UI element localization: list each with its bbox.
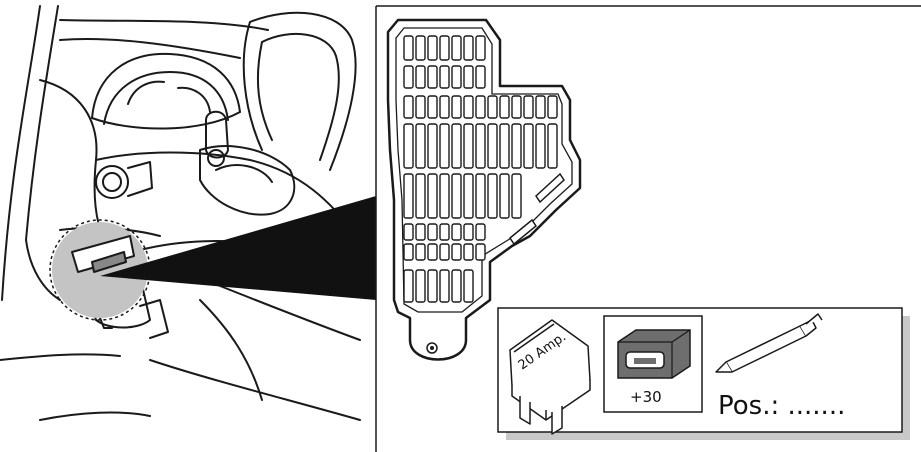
fuse-slot <box>463 95 474 119</box>
fuse-slot <box>415 65 426 89</box>
fuse-icon <box>509 319 591 435</box>
fuse-slot <box>547 95 558 119</box>
fuse-slot <box>403 173 414 219</box>
fuse-slot <box>547 123 558 169</box>
fuse-slot <box>403 123 414 169</box>
fuse-slot <box>403 95 414 119</box>
fuse-slot <box>415 223 426 241</box>
legend-box: 20 Amp. +30 Pos.: ....... <box>497 307 910 440</box>
fuse-box-detail <box>386 18 582 361</box>
callout-wedge <box>100 196 376 300</box>
fuse-slot <box>415 35 426 61</box>
fuse-slot <box>439 95 450 119</box>
fuse-slot <box>463 243 474 261</box>
fuse-slot <box>511 173 522 219</box>
fuse-slot <box>451 223 462 241</box>
fuse-slot <box>523 123 534 169</box>
fuse-slot <box>475 173 486 219</box>
fuse-slot <box>499 123 510 169</box>
fuse-slot <box>463 35 474 61</box>
fuse-slot <box>475 243 486 261</box>
terminal-label: +30 <box>630 388 662 406</box>
terminal-connector-icon <box>603 315 703 413</box>
fuse-slot <box>427 35 438 61</box>
fuse-slot <box>439 243 450 261</box>
fuse-slot <box>403 65 414 89</box>
fuse-slot <box>535 95 546 119</box>
fuse-slot <box>439 123 450 169</box>
pen-icon <box>715 313 823 373</box>
fuse-slot <box>415 123 426 169</box>
fuse-slot <box>451 95 462 119</box>
fuse-slot <box>451 35 462 61</box>
fuse-slot <box>499 173 510 219</box>
fuse-slot <box>439 223 450 241</box>
fuse-slot <box>463 65 474 89</box>
fuse-slot <box>475 223 486 241</box>
fuse-slot <box>439 173 450 219</box>
fuse-slot <box>427 243 438 261</box>
fuse-slot <box>439 65 450 89</box>
fuse-slot <box>475 35 486 61</box>
fuse-slot <box>403 223 414 241</box>
fuse-slot <box>487 95 498 119</box>
fuse-slot <box>463 223 474 241</box>
fuse-slot <box>403 269 414 303</box>
fuse-slot <box>535 123 546 169</box>
fuse-slot <box>487 173 498 219</box>
fuse-slot <box>475 95 486 119</box>
fuse-slot <box>475 65 486 89</box>
fuse-slot <box>463 123 474 169</box>
fuse-slot <box>403 243 414 261</box>
relay-diagonal-slots <box>508 172 565 246</box>
mounting-hole <box>426 342 438 354</box>
fuse-slot <box>451 269 462 303</box>
fuse-slot <box>463 269 474 303</box>
car-interior-illustration <box>0 5 361 421</box>
fuse-slot <box>475 123 486 169</box>
fuse-slot <box>451 65 462 89</box>
fuse-slot <box>427 65 438 89</box>
fuse-slot <box>415 95 426 119</box>
position-label: Pos.: ....... <box>718 391 845 421</box>
fuse-slot <box>427 173 438 219</box>
fuse-slot <box>487 123 498 169</box>
fuse-slot <box>403 35 414 61</box>
fuse-slot <box>499 95 510 119</box>
fuse-slot <box>439 269 450 303</box>
fuse-slot <box>415 243 426 261</box>
fuse-slot <box>427 123 438 169</box>
fuse-slot <box>427 269 438 303</box>
fuse-slot <box>415 173 426 219</box>
fuse-slot <box>415 269 426 303</box>
fuse-slot <box>511 95 522 119</box>
fuse-box-in-car <box>71 235 135 273</box>
fuse-slot <box>523 95 534 119</box>
fuse-slot <box>451 173 462 219</box>
fuse-slot-grid <box>403 35 558 303</box>
fuse-slot <box>427 223 438 241</box>
fuse-slot <box>511 123 522 169</box>
fuse-slot <box>451 243 462 261</box>
fuse-slot <box>427 95 438 119</box>
fuse-slot <box>463 173 474 219</box>
fuse-slot <box>439 35 450 61</box>
fuse-slot <box>451 123 462 169</box>
